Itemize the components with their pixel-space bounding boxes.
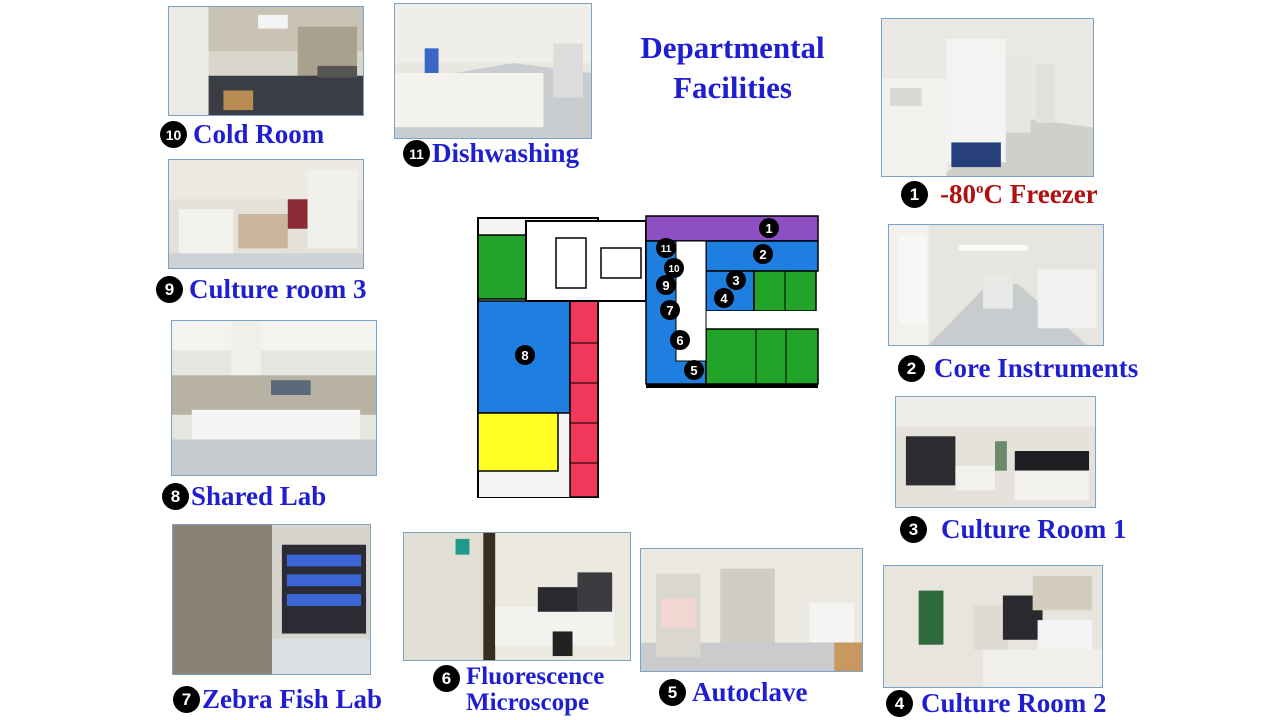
- fluorescence-microscope-photo: [403, 532, 631, 661]
- label-text: Culture Room 2: [921, 688, 1107, 718]
- autoclave-photo: [640, 548, 863, 672]
- number-badge-1: 1: [901, 181, 928, 208]
- cold-room-photo: [168, 6, 364, 116]
- label-core-instruments: 2 Core Instruments: [898, 355, 1138, 382]
- map-number-5: 5: [690, 363, 697, 378]
- map-number-2: 2: [759, 247, 766, 262]
- label-shared-lab: 8 Shared Lab: [162, 483, 326, 510]
- core-instruments-photo: [888, 224, 1104, 346]
- map-number-4: 4: [720, 291, 728, 306]
- label-culture-room-1: 3 Culture Room 1: [900, 516, 1127, 543]
- map-number-11: 11: [661, 244, 672, 255]
- label-zebra-fish-lab: 7 Zebra Fish Lab: [173, 686, 382, 713]
- culture-room-1-photo: [895, 396, 1096, 508]
- number-badge-10: 10: [160, 121, 187, 148]
- label-culture-room-2: 4 Culture Room 2: [886, 690, 1107, 717]
- map-number-1: 1: [765, 221, 772, 236]
- number-badge-4: 4: [886, 690, 913, 717]
- label-cold-room: 10 Cold Room: [160, 121, 324, 148]
- page-title-line2: Facilities: [673, 70, 792, 105]
- number-badge-3: 3: [900, 516, 927, 543]
- label-text-line2: Microscope: [466, 689, 590, 716]
- page-title-line1: Departmental: [640, 30, 825, 65]
- label-text: Culture Room 1: [941, 514, 1127, 544]
- zebra-fish-lab-photo: [172, 524, 371, 675]
- label-culture-room-3: 9 Culture room 3: [156, 276, 367, 303]
- dishwashing-photo: [394, 3, 592, 139]
- label-text: Core Instruments: [934, 353, 1139, 383]
- label-text: -80: [940, 179, 976, 209]
- label-text-suffix: C Freezer: [983, 179, 1098, 209]
- number-badge-5: 5: [659, 679, 686, 706]
- label-text-line1: Fluorescence: [466, 663, 605, 690]
- shared-lab-photo: [171, 320, 377, 476]
- map-number-7: 7: [666, 303, 673, 318]
- map-number-6: 6: [676, 333, 683, 348]
- label-dishwashing: 11 Dishwashing: [403, 140, 579, 167]
- label-autoclave: 5 Autoclave: [659, 679, 807, 706]
- map-number-3: 3: [732, 273, 739, 288]
- label-text: Shared Lab: [191, 481, 327, 511]
- label-text: Zebra Fish Lab: [202, 684, 383, 714]
- freezer-photo: [881, 18, 1094, 177]
- page-title: Departmental Facilities: [600, 28, 865, 108]
- culture-room-3-photo: [168, 159, 364, 269]
- number-badge-2: 2: [898, 355, 925, 382]
- label-text: Cold Room: [193, 119, 325, 149]
- number-badge-8: 8: [162, 483, 189, 510]
- label-fluorescence-microscope: 6 Fluorescence Microscope: [433, 664, 604, 716]
- map-number-8: 8: [521, 348, 528, 363]
- number-badge-9: 9: [156, 276, 183, 303]
- map-number-9: 9: [662, 278, 669, 293]
- number-badge-7: 7: [173, 686, 200, 713]
- label-text: Dishwashing: [432, 138, 580, 168]
- map-number-10: 10: [668, 264, 680, 275]
- floor-plan: 1 2 3 4 5 6 7 8 9 10 11: [476, 213, 820, 498]
- degree-superscript: o: [976, 181, 984, 197]
- label-text: Autoclave: [692, 677, 808, 707]
- label-freezer: 1 -80oC Freezer: [901, 181, 1098, 208]
- number-badge-6: 6: [433, 665, 460, 692]
- label-text: Culture room 3: [189, 274, 367, 304]
- culture-room-2-photo: [883, 565, 1103, 688]
- number-badge-11: 11: [403, 140, 430, 167]
